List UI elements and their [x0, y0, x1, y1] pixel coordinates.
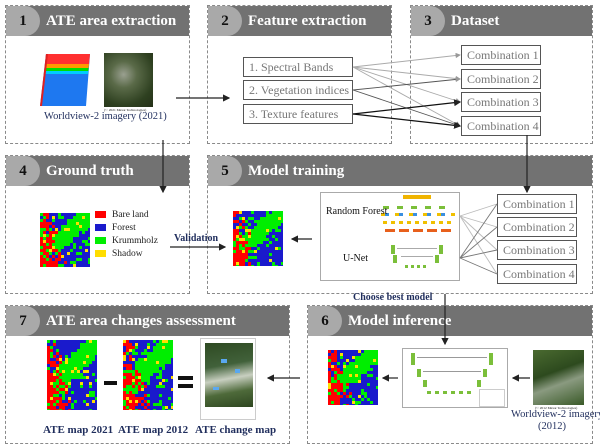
step-number: 1 [6, 6, 40, 36]
legend-swatch [95, 237, 106, 244]
copyright-2012: (© 2012 Maxar Technologies) [535, 406, 578, 410]
equals-sign-bottom [178, 384, 193, 388]
step-number: 6 [308, 306, 342, 336]
step-number: 2 [208, 6, 242, 36]
worldview-2012-caption-line1: Worldview-2 imagery [511, 409, 600, 420]
unet-label: U-Net [343, 253, 368, 264]
choose-best-model-label: Choose best model [353, 292, 433, 303]
feature-vegetation-indices: 2. Vegetation indices [243, 80, 353, 100]
panel-title: Dataset [451, 13, 500, 29]
ate-map-2012 [123, 340, 173, 410]
model-diagram [320, 192, 460, 281]
legend-label: Bare land [112, 209, 149, 220]
dataset-combination-1: Combination 1 [461, 45, 541, 65]
worldview-2021-caption: Worldview-2 imagery (2021) [44, 111, 167, 122]
panel-title: Model inference [348, 313, 452, 329]
step-number: 5 [208, 156, 242, 186]
panel-header: 7 ATE area changes assessment [6, 306, 289, 336]
ate-map-2012-label: ATE map 2012 [118, 424, 189, 436]
satellite-image-2012 [533, 350, 584, 405]
feature-spectral-bands: 1. Spectral Bands [243, 57, 353, 77]
predicted-map-training [233, 211, 283, 266]
ate-map-2021 [47, 340, 97, 410]
panel-title: ATE area extraction [46, 13, 177, 29]
legend-swatch [95, 211, 106, 218]
panel-header: 6 Model inference [308, 306, 592, 336]
training-combination-1: Combination 1 [497, 194, 577, 214]
satellite-image-2021 [104, 53, 153, 107]
training-combination-4: Combination 4 [497, 264, 577, 284]
panel-header: 1 ATE area extraction [6, 6, 189, 36]
ate-change-map-label: ATE change map [195, 424, 277, 436]
dataset-combination-3: Combination 3 [461, 92, 541, 112]
panel-title: Feature extraction [248, 13, 367, 29]
panel-title: ATE area changes assessment [46, 313, 236, 329]
dataset-combination-2: Combination 2 [461, 69, 541, 89]
legend-item-shadow: Shadow [95, 247, 158, 260]
training-combination-2: Combination 2 [497, 217, 577, 237]
panel-header: 4 Ground truth [6, 156, 189, 186]
training-combination-3: Combination 3 [497, 240, 577, 260]
legend-item-krummholz: Krummholz [95, 234, 158, 247]
step-number: 3 [411, 6, 445, 36]
random-forest-label: Random Forest [326, 206, 388, 217]
legend-label: Forest [112, 222, 136, 233]
legend-label: Krummholz [112, 235, 158, 246]
unet-diagram [402, 348, 508, 408]
ate-change-map-image [200, 338, 256, 420]
legend-swatch [95, 250, 106, 257]
minus-sign [104, 381, 117, 385]
legend-swatch [95, 224, 106, 231]
legend-item-forest: Forest [95, 221, 158, 234]
ate-map-2021-label: ATE map 2021 [43, 424, 114, 436]
dataset-combination-4: Combination 4 [461, 116, 541, 136]
feature-texture-features: 3. Texture features [243, 104, 353, 124]
step-number: 7 [6, 306, 40, 336]
panel-header: 3 Dataset [411, 6, 592, 36]
validation-label: Validation [174, 233, 219, 244]
worldview-2012-caption-line2: (2012) [538, 421, 566, 432]
panel-title: Ground truth [46, 163, 134, 179]
panel-header: 2 Feature extraction [208, 6, 391, 36]
equals-sign-top [178, 376, 193, 380]
step-number: 4 [6, 156, 40, 186]
land-cover-legend: Bare land Forest Krummholz Shadow [95, 208, 158, 260]
legend-label: Shadow [112, 248, 143, 259]
predicted-map-inference [328, 350, 378, 405]
layer-stack-image [40, 54, 90, 106]
panel-title: Model training [248, 163, 345, 179]
legend-item-bare-land: Bare land [95, 208, 158, 221]
copyright-2021: (© 2021 Maxar Technologies) [104, 108, 147, 112]
ground-truth-map [40, 213, 90, 267]
panel-header: 5 Model training [208, 156, 592, 186]
panel-ate-area-extraction: 1 ATE area extraction [5, 5, 190, 144]
